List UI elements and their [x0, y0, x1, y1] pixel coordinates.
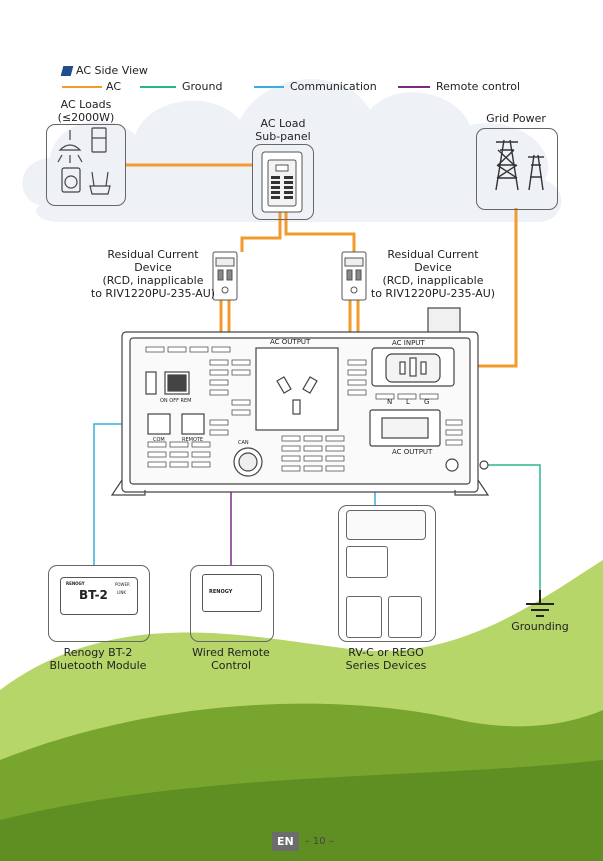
- inverter-n-label: N: [387, 398, 393, 406]
- remote-box: [190, 565, 274, 642]
- legend-remote-line: [398, 86, 430, 88]
- rvc-box: [338, 505, 436, 642]
- bt2-power: POWER: [115, 582, 130, 587]
- rvc-device-3: [388, 596, 422, 638]
- grounding-label: Grounding: [511, 620, 569, 633]
- inverter-l-label: L: [406, 398, 410, 406]
- ac-loads-box: [46, 124, 126, 206]
- grid-power-label: Grid Power: [486, 112, 546, 125]
- bt2-brand: RENOGY: [66, 581, 85, 586]
- inverter-ac-output-label: AC OUTPUT: [270, 338, 311, 346]
- inverter-com-label: COM: [153, 437, 165, 443]
- inverter-ac-output-lower-label: AC OUTPUT: [392, 448, 433, 456]
- rcd-right-label: Residual Current Device (RCD, inapplicab…: [370, 248, 496, 300]
- language-badge: EN: [272, 832, 299, 851]
- bt2-device: RENOGY BT-2 POWER LINK: [60, 577, 138, 615]
- cloud: [22, 79, 562, 223]
- rvc-vehicle-icon: [346, 510, 426, 540]
- rvc-device-1: [346, 546, 388, 578]
- bt2-name: BT-2: [79, 588, 108, 602]
- inverter-can-label: CAN: [238, 440, 249, 446]
- remote-label: Wired Remote Control: [192, 646, 270, 672]
- remote-brand: RENOGY: [209, 589, 233, 595]
- legend-ac-line: [62, 86, 102, 88]
- rvc-label: RV-C or REGO Series Devices: [345, 646, 427, 672]
- section-title: AC Side View: [60, 64, 148, 77]
- rcd-left-label: Residual Current Device (RCD, inapplicab…: [90, 248, 216, 300]
- title-marker-icon: [60, 65, 74, 76]
- remote-device: RENOGY: [202, 574, 262, 612]
- bt2-link: LINK: [117, 590, 127, 595]
- bt2-label: Renogy BT-2 Bluetooth Module: [49, 646, 147, 672]
- legend-remote-label: Remote control: [436, 80, 521, 93]
- grid-power-box: [476, 128, 558, 210]
- legend-ac-label: AC: [106, 80, 122, 93]
- ac-loads-label: AC Loads (≤2000W): [57, 98, 115, 124]
- inverter-g-label: G: [424, 398, 430, 406]
- footer: EN – 10 –: [272, 832, 334, 851]
- rvc-device-2: [346, 596, 382, 638]
- subpanel-box: [252, 144, 314, 220]
- legend-communication-line: [254, 86, 284, 88]
- bt2-box: [48, 565, 150, 642]
- inverter-ac-input-label: AC INPUT: [392, 339, 425, 347]
- legend-ground-line: [140, 86, 176, 88]
- section-title-text: AC Side View: [76, 64, 148, 77]
- legend-communication-label: Communication: [290, 80, 377, 93]
- subpanel-label: AC Load Sub-panel: [255, 117, 311, 143]
- inverter-remote-label: REMOTE: [182, 437, 204, 443]
- page-number: – 10 –: [304, 836, 334, 847]
- legend-ground-label: Ground: [182, 80, 223, 93]
- inverter-switch-label: ON OFF REM: [160, 398, 192, 404]
